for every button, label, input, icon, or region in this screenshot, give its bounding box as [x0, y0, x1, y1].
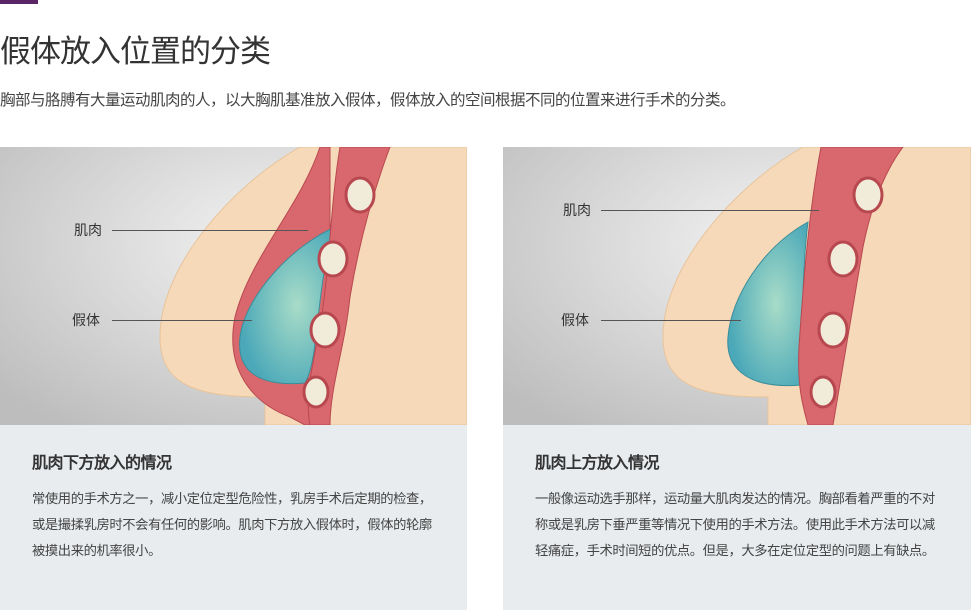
- implant-label: 假体: [72, 313, 100, 329]
- card-title: 肌肉上方放入情况: [535, 453, 660, 472]
- muscle-pointer-line: [112, 230, 308, 231]
- page-intro: 胸部与胳膊有大量运动肌肉的人，以大胸肌基准放入假体，假体放入的空间根据不同的位置…: [0, 91, 736, 109]
- page-title: 假体放入位置的分类: [0, 34, 271, 70]
- card-subglandular: 肌肉 假体 肌肉上方放入情况 一般像运动选手那样，运动量大肌肉发达的情况。胸部看…: [503, 147, 971, 610]
- implant-label: 假体: [561, 313, 589, 329]
- submuscular-illustration: [0, 147, 467, 425]
- card-body: 常使用的手术方之一，减小定位定型危险性，乳房手术后定期的检查，或是撮揉乳房时不会…: [32, 492, 432, 559]
- muscle-pointer-line: [601, 210, 819, 211]
- card-title: 肌肉下方放入的情况: [32, 453, 172, 472]
- muscle-label: 肌肉: [74, 223, 102, 239]
- implant-pointer-line: [601, 320, 741, 321]
- accent-bar: [0, 0, 38, 4]
- muscle-label: 肌肉: [563, 203, 591, 219]
- card-body: 一般像运动选手那样，运动量大肌肉发达的情况。胸部看着严重的不对称或是乳房下垂严重…: [535, 492, 935, 559]
- card-submuscular: 肌肉 假体 肌肉下方放入的情况 常使用的手术方之一，减小定位定型危险性，乳房手术…: [0, 147, 467, 610]
- implant-pointer-line: [112, 320, 252, 321]
- card-text: 肌肉下方放入的情况 常使用的手术方之一，减小定位定型危险性，乳房手术后定期的检查…: [0, 425, 467, 610]
- subglandular-illustration: [503, 147, 971, 425]
- card-text: 肌肉上方放入情况 一般像运动选手那样，运动量大肌肉发达的情况。胸部看着严重的不对…: [503, 425, 971, 610]
